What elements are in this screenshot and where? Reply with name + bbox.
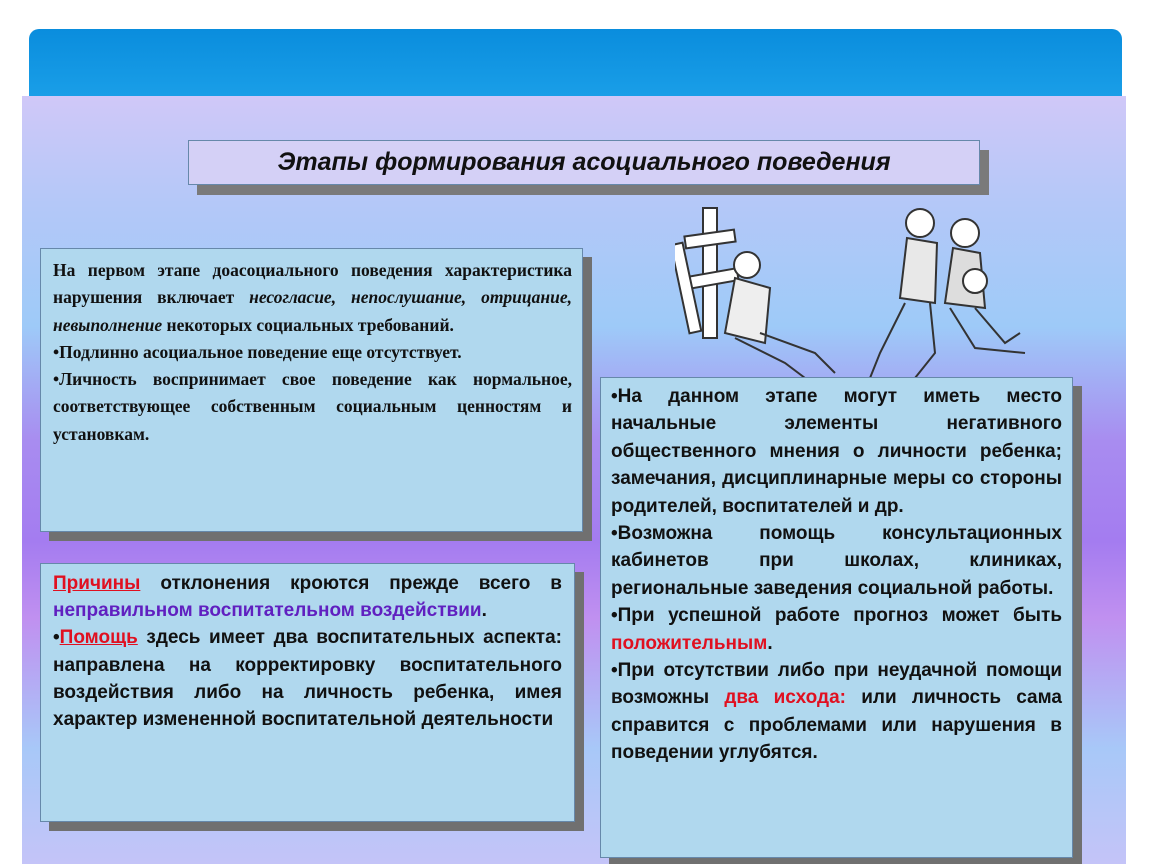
text: •При успешной работе прогноз может быть xyxy=(611,605,1062,627)
paragraph: •При успешной работе прогноз может быть … xyxy=(611,602,1062,657)
paragraph: •Личность воспринимает свое поведение ка… xyxy=(53,369,572,444)
text: На первом этапе доасоциального поведения… xyxy=(53,260,572,308)
purple-highlight: неправильном воспитательном воздействии xyxy=(53,600,482,622)
text: •При отсутствии либо при неудачной помощ… xyxy=(611,660,1062,709)
causes-highlight: Причины xyxy=(53,573,141,594)
stage-description-box: На первом этапе доасоциального поведения… xyxy=(40,248,583,532)
help-highlight: Помощь xyxy=(59,627,138,649)
text: отклонения кроются прежде всего в xyxy=(140,573,562,594)
text: здесь имеет два воспитательных аспекта: … xyxy=(53,627,562,731)
two-outcomes-highlight: два исхода: xyxy=(724,687,846,709)
text: или личность сама справится с проблемами… xyxy=(611,687,1062,764)
paragraph: •Помощь здесь имеет два воспитательных а… xyxy=(53,624,562,733)
text: некоторых социальных требований. xyxy=(162,314,454,335)
text: . xyxy=(481,600,487,622)
paragraph: •На данном этапе могут иметь место начал… xyxy=(611,386,1062,517)
positive-highlight: положительным xyxy=(611,632,768,654)
text: . xyxy=(767,632,773,654)
walking-boys-drawing xyxy=(869,208,1026,379)
italic-text: несогласие, непослушание, отрицание, нев… xyxy=(53,287,572,335)
causes-box: Причины отклонения кроются прежде всего … xyxy=(40,563,575,822)
sitting-boy-drawing xyxy=(723,251,836,379)
slide-title: Этапы формирования асоциального поведени… xyxy=(188,140,980,185)
paragraph: •Подлинно асоциальное поведение еще отсу… xyxy=(53,341,462,362)
paragraph: На первом этапе доасоциального поведения… xyxy=(53,257,572,339)
help-prognosis-box: •На данном этапе могут иметь место начал… xyxy=(600,377,1073,858)
header-bar xyxy=(29,29,1122,99)
paragraph: •Возможна помощь консультационных кабине… xyxy=(611,523,1062,599)
bullet: • xyxy=(53,627,60,649)
fence-drawing xyxy=(675,207,740,339)
paragraph: •При отсутствии либо при неудачной помощ… xyxy=(611,657,1062,767)
paragraph: Причины отклонения кроются прежде всего … xyxy=(53,570,562,624)
children-illustration xyxy=(675,207,1026,379)
